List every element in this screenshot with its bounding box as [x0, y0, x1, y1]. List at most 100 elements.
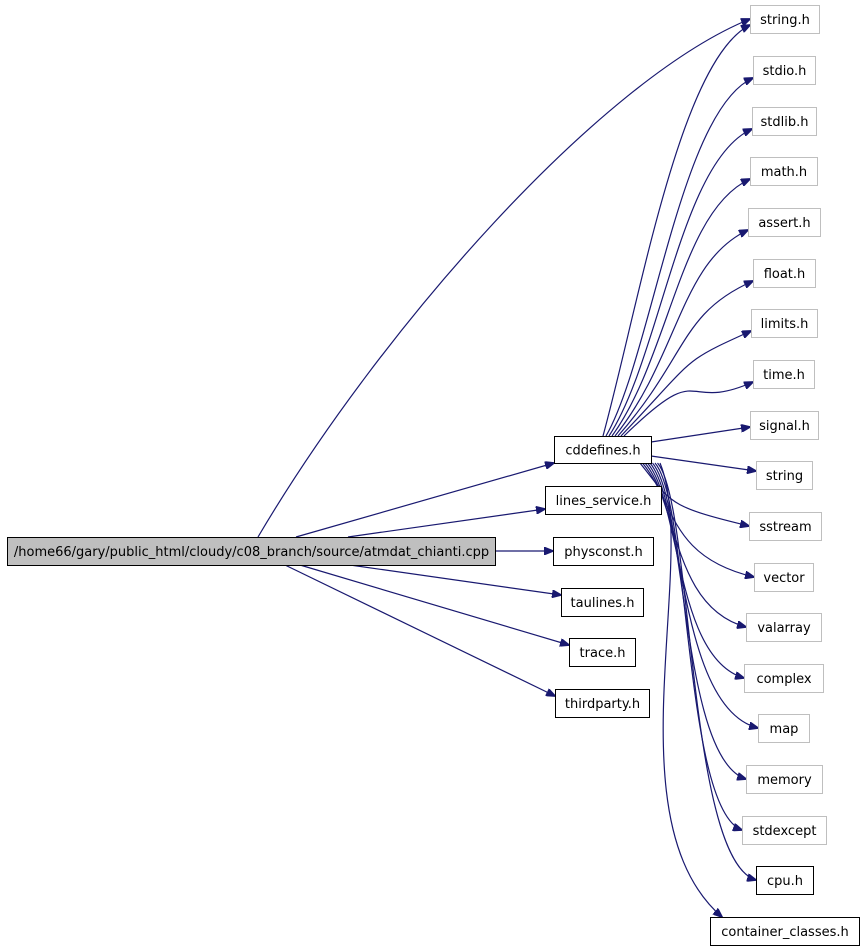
node-box [752, 107, 817, 136]
node-box [756, 866, 814, 895]
node-lines-service-h[interactable]: lines_service.h [545, 486, 662, 515]
node-label: complex [756, 672, 811, 687]
node-label: /home66/gary/public_html/cloudy/c08_bran… [14, 545, 489, 560]
node-label: float.h [764, 267, 806, 282]
dependency-nodes: /home66/gary/public_html/cloudy/c08_bran… [7, 5, 860, 946]
node-complex[interactable]: complex [744, 664, 824, 693]
node-stdlib-h[interactable]: stdlib.h [752, 107, 817, 136]
edge-cddefines-h-to-container-classes [659, 462, 722, 917]
node-signal-h[interactable]: signal.h [750, 411, 819, 440]
node-box [748, 208, 821, 237]
node-box [553, 537, 654, 566]
node-box [7, 537, 496, 566]
node-box [756, 461, 813, 490]
node-label: container_classes.h [721, 925, 849, 940]
node-limits-h[interactable]: limits.h [751, 309, 818, 338]
node-time-h[interactable]: time.h [753, 360, 815, 389]
node-label: signal.h [759, 419, 810, 434]
node-box [751, 309, 818, 338]
edge-root-to-taulines-h [349, 564, 561, 595]
node-memory[interactable]: memory [746, 765, 823, 794]
edge-cddefines-h-to-stdlib [608, 129, 752, 437]
node-math-h[interactable]: math.h [750, 157, 818, 186]
node-box [545, 486, 662, 515]
node-box [754, 563, 814, 592]
node-label: memory [757, 773, 812, 788]
node-vector[interactable]: vector [754, 563, 814, 592]
node-box [753, 259, 816, 288]
node-label: time.h [763, 368, 805, 383]
node-string-h[interactable]: string.h [750, 5, 820, 34]
edge-cddefines-h-to-sstream [639, 462, 749, 526]
node-label: sstream [759, 520, 811, 535]
edge-cddefines-h-to-string-h [602, 25, 750, 437]
edge-cddefines-h-to-time [623, 382, 753, 437]
node-box [561, 588, 644, 617]
node-box [750, 5, 820, 34]
edge-cddefines-h-to-stdio [605, 78, 753, 437]
node-label: valarray [757, 621, 811, 636]
node-map[interactable]: map [758, 714, 810, 743]
edge-cddefines-h-to-string [650, 455, 756, 471]
node-assert-h[interactable]: assert.h [748, 208, 821, 237]
node-sstream[interactable]: sstream [749, 512, 822, 541]
node-label: map [770, 722, 799, 737]
node-stdexcept[interactable]: stdexcept [742, 816, 827, 845]
edge-cddefines-h-to-math [611, 179, 750, 437]
node-box [753, 56, 816, 85]
node-trace-h[interactable]: trace.h [569, 638, 636, 667]
node-box [746, 765, 823, 794]
node-label: cpu.h [767, 874, 803, 889]
node-box [554, 436, 652, 464]
node-label: stdexcept [753, 824, 817, 839]
edge-cddefines-h-to-float [617, 281, 753, 437]
node-cddefines-h[interactable]: cddefines.h [554, 436, 652, 464]
node-label: vector [763, 571, 805, 586]
node-valarray[interactable]: valarray [746, 613, 822, 642]
node-physconst-h[interactable]: physconst.h [553, 537, 654, 566]
node-label: cddefines.h [565, 444, 640, 459]
node-label: string [766, 469, 803, 484]
edge-cddefines-h-to-vector [642, 462, 755, 577]
node-box [746, 613, 822, 642]
node-string[interactable]: string [756, 461, 813, 490]
edge-cddefines-h-to-stdexcept [654, 462, 742, 830]
dependency-edges [257, 19, 758, 917]
node-box [750, 157, 818, 186]
edge-root-to-thirdparty-h [284, 564, 555, 696]
node-label: assert.h [758, 216, 810, 231]
node-stdio-h[interactable]: stdio.h [753, 56, 816, 85]
node-box [753, 360, 815, 389]
node-box [555, 689, 650, 718]
node-atmdat-chianti-cpp[interactable]: /home66/gary/public_html/cloudy/c08_bran… [7, 537, 496, 566]
edge-root-to-trace-h [299, 564, 569, 645]
edge-cddefines-h-to-map [649, 462, 758, 728]
edge-cddefines-h-to-valarray [644, 462, 746, 627]
node-label: limits.h [761, 317, 809, 332]
edge-cddefines-h-to-signal [650, 427, 750, 443]
node-box [710, 917, 860, 946]
node-label: physconst.h [564, 545, 643, 560]
edge-cddefines-h-to-memory [652, 462, 747, 779]
node-label: trace.h [580, 646, 626, 661]
node-box [758, 714, 810, 743]
node-taulines-h[interactable]: taulines.h [561, 588, 644, 617]
node-thirdparty-h[interactable]: thirdparty.h [555, 689, 650, 718]
node-label: thirdparty.h [565, 697, 640, 712]
node-container-classes-h[interactable]: container_classes.h [710, 917, 860, 946]
edge-root-to-cddefines-h [295, 463, 554, 538]
node-float-h[interactable]: float.h [753, 259, 816, 288]
node-label: string.h [760, 13, 810, 28]
node-label: stdio.h [763, 64, 807, 79]
node-label: math.h [761, 165, 807, 180]
node-box [750, 411, 819, 440]
edge-root-to-lines-service-h [347, 509, 545, 538]
edge-cddefines-h-to-cpu [657, 462, 757, 880]
edge-cddefines-h-to-limits [620, 331, 751, 437]
node-label: stdlib.h [761, 115, 809, 130]
node-label: lines_service.h [556, 494, 652, 509]
node-box [744, 664, 824, 693]
node-box [749, 512, 822, 541]
node-cpu-h[interactable]: cpu.h [756, 866, 814, 895]
